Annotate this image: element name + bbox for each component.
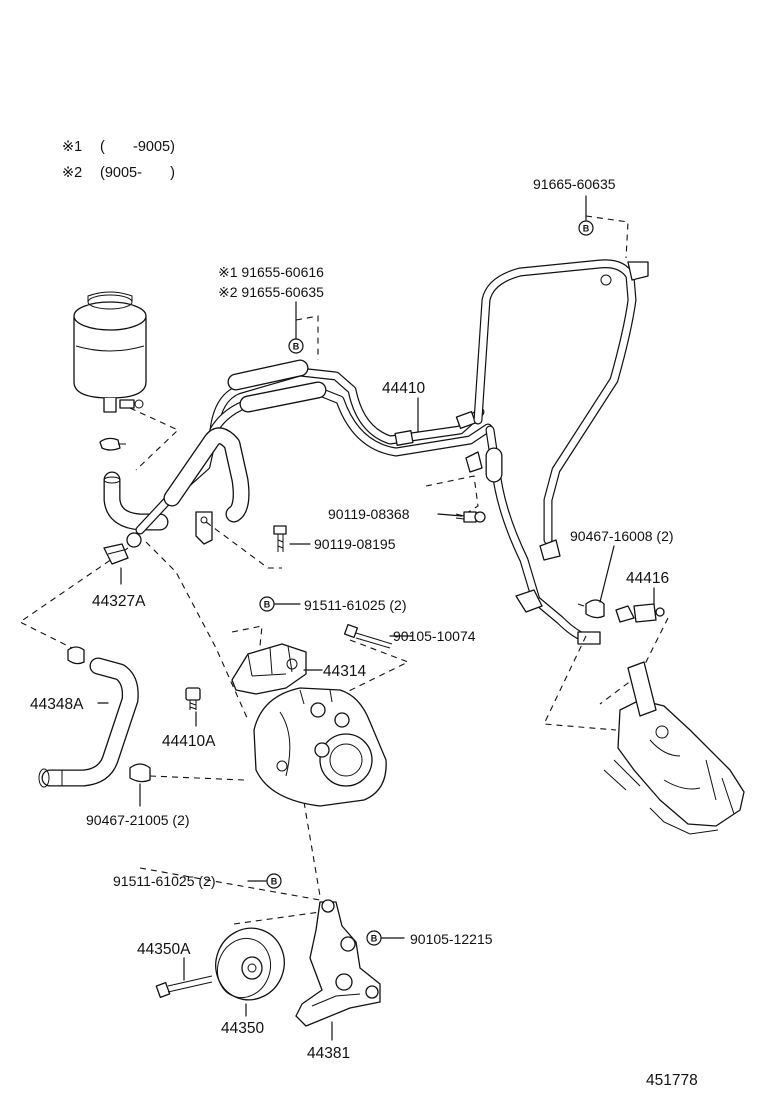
svg-text:B: B <box>264 600 271 610</box>
label-44381: 44381 <box>307 1045 350 1062</box>
svg-text:B: B <box>583 224 590 234</box>
bolt-marker-90105-12215: B <box>366 930 382 946</box>
union-bolt-44410A <box>185 687 201 710</box>
clip-90467-21005 <box>129 763 151 783</box>
vane-pump-body <box>253 687 387 807</box>
label-91655-60635: ※2 91655-60635 <box>218 284 324 300</box>
label-90119-08368: 90119-08368 <box>328 506 410 522</box>
fitting-44327A <box>103 543 129 565</box>
idler-pulley-44350 <box>215 927 285 1001</box>
label-90467-16008: 90467-16008 (2) <box>570 528 674 544</box>
pump-bracket-44381 <box>295 899 381 1027</box>
bolt-90105-10074 <box>343 623 393 649</box>
hose-clip-reservoir <box>99 437 126 451</box>
svg-text:B: B <box>293 342 300 352</box>
bolt-90119-08368 <box>455 511 486 523</box>
label-44416: 44416 <box>626 570 669 587</box>
note-1-range: ( -9005) <box>100 139 175 155</box>
label-44410: 44410 <box>382 380 425 397</box>
part-labels: 91665-60635 ※1 91655-60616 ※2 91655-6063… <box>30 176 674 1062</box>
label-90467-21005: 90467-21005 (2) <box>86 812 190 828</box>
label-91511-61025-b: 91511-61025 (2) <box>113 873 215 889</box>
bolt-44350A <box>155 975 213 998</box>
label-91665-60635: 91665-60635 <box>533 176 616 192</box>
reservoir-return-hose <box>103 471 169 531</box>
label-44350A: 44350A <box>137 941 191 958</box>
reservoir-tank <box>73 291 147 413</box>
label-leaders <box>97 195 655 1041</box>
clip-90467-16008 <box>577 599 605 619</box>
label-90105-10074: 90105-10074 <box>393 628 476 644</box>
note-2-mark: ※2 <box>62 165 82 181</box>
label-44350: 44350 <box>221 1020 264 1037</box>
svg-text:B: B <box>371 934 378 944</box>
label-91655-60616: ※1 91655-60616 <box>218 264 324 280</box>
label-44314: 44314 <box>323 663 366 680</box>
svg-text:B: B <box>271 877 278 887</box>
suction-hose-44348A <box>38 657 139 788</box>
legend-notes: ※1 ( -9005) ※2 (9005- ) <box>62 139 175 181</box>
bolt-marker-91511-a: B <box>259 596 275 612</box>
bolt-markers: B B B B B <box>259 220 594 946</box>
label-44410A: 44410A <box>162 733 216 750</box>
union-44416 <box>615 603 665 623</box>
note-2-range: (9005- ) <box>100 165 175 181</box>
figure-number: 451778 <box>646 1072 698 1089</box>
label-90105-12215: 90105-12215 <box>410 931 493 947</box>
bolt-90119-08195 <box>273 525 287 552</box>
label-44327A: 44327A <box>92 593 146 610</box>
steering-gear-housing <box>603 661 745 835</box>
pump-shield-44314 <box>231 643 307 695</box>
label-91511-61025-a: 91511-61025 (2) <box>304 597 406 613</box>
pressure-feed-tube <box>126 259 649 645</box>
hose-clip-44348A <box>67 646 85 665</box>
bolt-marker-91511-b: B <box>266 873 282 889</box>
label-90119-08195: 90119-08195 <box>314 536 396 552</box>
note-1-mark: ※1 <box>62 139 82 155</box>
label-44348A: 44348A <box>30 696 84 713</box>
bolt-marker-91665: B <box>578 220 594 236</box>
bolt-marker-91655: B <box>288 338 304 354</box>
